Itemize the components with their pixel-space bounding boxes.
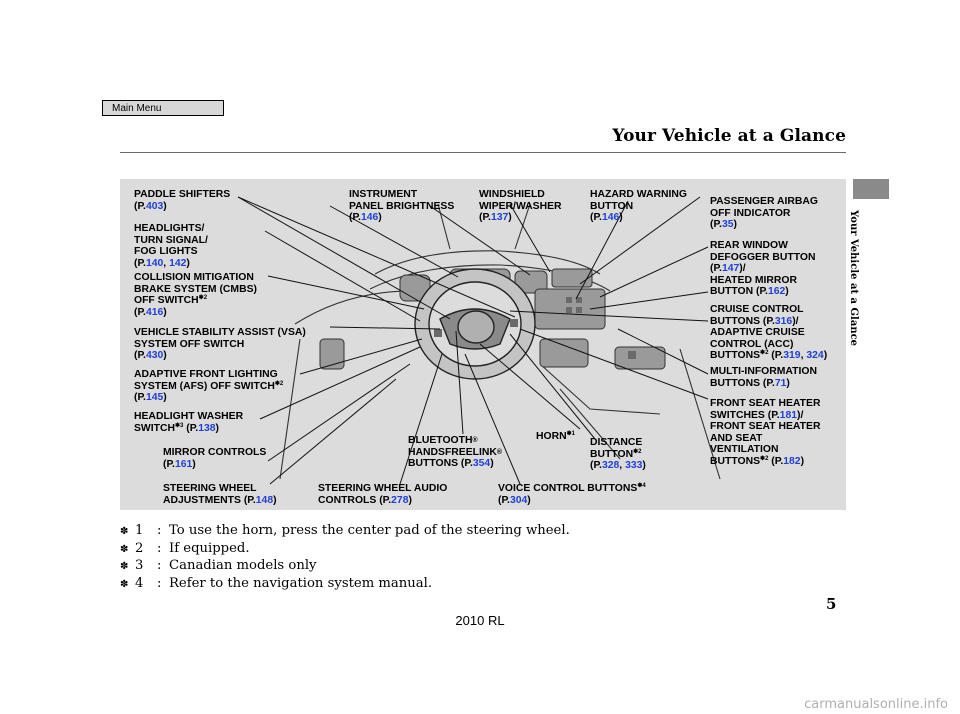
link-page[interactable]: 161 — [174, 458, 193, 470]
link-page[interactable]: 145 — [145, 392, 164, 404]
link-page[interactable]: 278 — [391, 494, 409, 506]
footnote-marker: ✽2 — [633, 448, 642, 455]
footnote-marker: ✽2 — [274, 380, 284, 387]
footnote-row: ✽1:To use the horn, press the center pad… — [120, 523, 570, 538]
footnote-marker: ✽3 — [174, 422, 184, 429]
footnote-marker: ✽2 — [760, 350, 769, 357]
link-page[interactable]: 181 — [779, 409, 798, 421]
link-page[interactable]: 319 — [783, 350, 801, 362]
link-page[interactable]: 416 — [145, 306, 164, 318]
link-page[interactable]: 328 — [601, 460, 620, 472]
footnote-row: ✽4:Refer to the navigation system manual… — [120, 575, 433, 591]
footnote-marker: ✽2 — [198, 295, 208, 302]
link-page[interactable]: 142 — [169, 257, 187, 269]
model-footer: 2010 RL — [455, 613, 505, 628]
link-page[interactable]: 71 — [774, 377, 787, 389]
link-page[interactable]: 333 — [625, 460, 643, 472]
footnote-row: ✽3:Canadian models only — [120, 558, 317, 573]
link-page[interactable]: 354 — [472, 458, 491, 470]
link-page[interactable]: 430 — [145, 350, 164, 362]
link-page[interactable]: 140 — [145, 257, 164, 269]
footnote-row: ✽2:If equipped. — [120, 540, 250, 556]
link-page[interactable]: 182 — [783, 455, 801, 467]
footnote-marker: ✽4 — [637, 483, 646, 489]
label-headlights: HEADLIGHTS/TURN SIGNAL/FOG LIGHTS(P.140,… — [134, 223, 208, 269]
label-mirror-controls: MIRROR CONTROLS(P.161) — [163, 447, 267, 470]
link-page[interactable]: 147 — [721, 263, 740, 275]
label-vsa-switch: VEHICLE STABILITY ASSIST (VSA)SYSTEM OFF… — [134, 327, 306, 362]
section-side-label: Your Vehicle at a Glance — [848, 210, 859, 347]
footnotes: ✽1:To use the horn, press the center pad… — [120, 523, 570, 593]
link-page[interactable]: 403 — [145, 200, 164, 212]
label-voice-control: VOICE CONTROL BUTTONS✽4(P.304) — [498, 483, 646, 506]
link-page[interactable]: 146 — [360, 212, 379, 224]
page-title: Your Vehicle at a Glance — [612, 126, 846, 146]
section-tab — [853, 179, 889, 199]
label-paddle-shifters: PADDLE SHIFTERS(P.403) — [134, 189, 231, 212]
link-page[interactable]: 138 — [198, 422, 216, 434]
watermark: carmanualsonline.info — [804, 697, 948, 712]
page-number: 5 — [826, 595, 837, 613]
label-bluetooth: BLUETOOTH®HANDSFREELINK®BUTTONS (P.354) — [408, 435, 503, 470]
link-page[interactable]: 137 — [490, 212, 509, 224]
footnote-marker: ✽2 — [760, 455, 769, 462]
link-page[interactable]: 316 — [774, 315, 793, 327]
link-page[interactable]: 304 — [509, 494, 528, 506]
dashboard-illustration — [237, 196, 721, 485]
footnote-marker: ✽1 — [566, 431, 575, 437]
link-page[interactable]: 35 — [721, 219, 734, 231]
link-page[interactable]: 148 — [255, 494, 274, 506]
link-page[interactable]: 146 — [601, 212, 620, 224]
link-page[interactable]: 162 — [767, 286, 786, 298]
main-menu-button[interactable]: Main Menu — [102, 100, 224, 116]
link-page[interactable]: 324 — [806, 350, 824, 362]
header-divider — [120, 152, 846, 153]
label-horn: HORN✽1 — [536, 431, 575, 442]
